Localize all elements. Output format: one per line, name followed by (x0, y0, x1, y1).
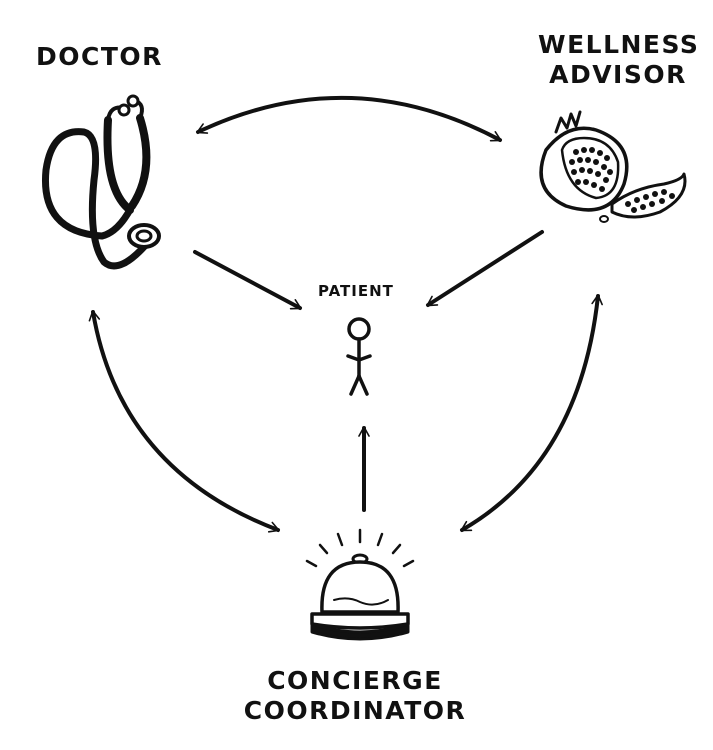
concierge-coordinator-label: CONCIERGE COORDINATOR (240, 666, 470, 726)
patient-label: PATIENT (318, 282, 394, 300)
pomegranate-icon (539, 110, 687, 223)
arrow-doctor-patient (193, 250, 302, 310)
concierge-coordinator-label-line-1: CONCIERGE (267, 666, 443, 695)
wellness-advisor-label-line-1: WELLNESS (538, 30, 700, 59)
doctor-label: DOCTOR (36, 42, 163, 71)
arrow-doctor-wellness (196, 95, 502, 142)
stethoscope-icon (41, 94, 161, 270)
wellness-advisor-label-line-2: ADVISOR (549, 60, 687, 89)
stick-figure-icon (346, 317, 372, 396)
service-bell-icon (305, 528, 415, 641)
arrow-doctor-concierge (88, 310, 280, 533)
arrow-wellness-concierge (460, 294, 603, 532)
concierge-coordinator-label-line-2: COORDINATOR (243, 696, 467, 725)
arrow-wellness-patient (426, 230, 544, 307)
wellness-advisor-label: WELLNESS ADVISOR (538, 30, 698, 90)
